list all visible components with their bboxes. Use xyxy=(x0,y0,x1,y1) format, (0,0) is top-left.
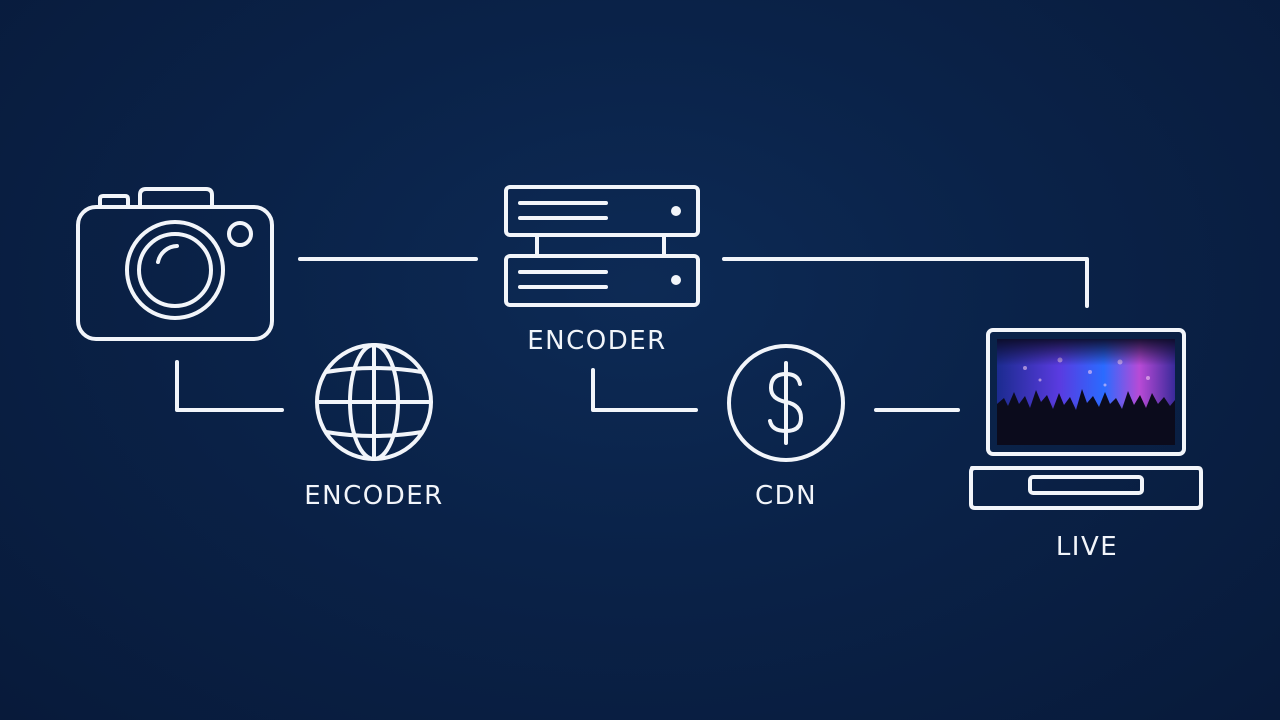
camera-icon xyxy=(76,187,274,341)
coin-label: CDN xyxy=(754,481,818,511)
server-led-top xyxy=(671,206,681,216)
crowd-silhouette xyxy=(997,389,1175,445)
connector-lines xyxy=(175,257,1089,412)
laptop-label: LIVE xyxy=(1055,532,1119,562)
laptop-icon xyxy=(969,328,1203,510)
connector-camera-globe xyxy=(175,360,284,412)
globe-label: ENCODER xyxy=(304,481,444,511)
dollar-coin-icon xyxy=(727,344,845,462)
server-icon xyxy=(504,185,700,307)
laptop-screen xyxy=(997,339,1175,445)
connector-server-coin xyxy=(591,368,698,412)
globe-icon xyxy=(315,343,433,461)
connector-server-laptop xyxy=(722,257,1089,308)
server-label: ENCODER xyxy=(527,326,667,356)
server-led-bottom xyxy=(671,275,681,285)
